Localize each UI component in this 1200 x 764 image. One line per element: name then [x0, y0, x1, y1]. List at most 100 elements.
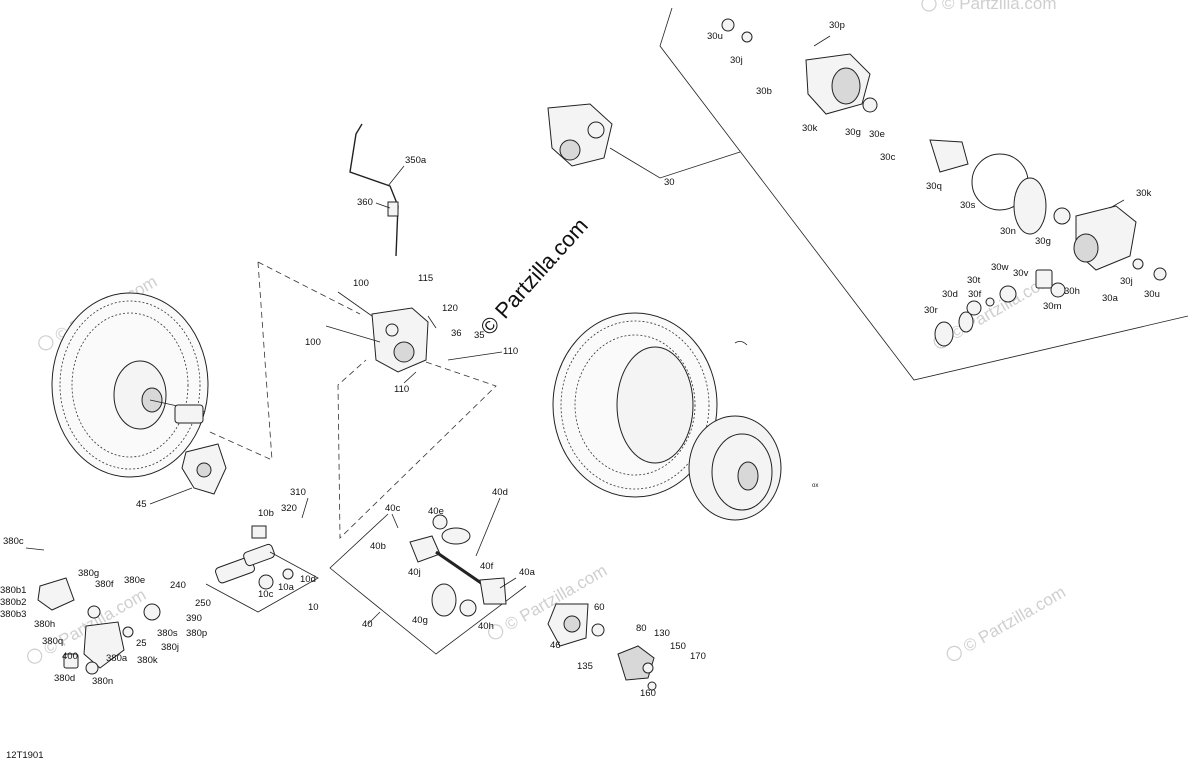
callout-100-upper: 100 — [353, 278, 369, 289]
callout-30q: 30q — [926, 181, 942, 192]
front-gearbox — [371, 307, 429, 373]
callout-30a: 30a — [1102, 293, 1119, 304]
callout-160: 160 — [640, 688, 656, 699]
knuckle-46 — [547, 603, 605, 647]
callout-110-lower: 110 — [394, 384, 409, 395]
callout-380g: 380g — [78, 568, 99, 579]
callout-30e: 30e — [869, 129, 885, 140]
callout-60: 60 — [594, 602, 605, 613]
callout-400: 400 — [62, 651, 78, 662]
gearbox-dash-left — [209, 261, 361, 461]
callout-120: 120 — [442, 303, 458, 314]
svg-text:© Partzilla.com: © Partzilla.com — [942, 0, 1057, 13]
callout-130: 130 — [654, 628, 670, 639]
callout-360: 360 — [357, 197, 373, 208]
callout-380b2: 380b2 — [0, 597, 26, 608]
callout-380d: 380d — [54, 673, 75, 684]
breather-hose — [349, 123, 399, 257]
callout-40d: 40d — [492, 487, 508, 498]
callout-30u-right: 30u — [1144, 289, 1160, 300]
callout-10b: 10b — [258, 508, 274, 519]
callout-30d: 30d — [942, 289, 958, 300]
callout-10c: 10c — [258, 589, 274, 600]
callout-380q: 380q — [42, 636, 63, 647]
knuckle-45-bore — [196, 462, 212, 478]
callout-30k: 30k — [802, 123, 818, 134]
callout-390: 390 — [186, 613, 202, 624]
callout-10a: 10a — [278, 582, 295, 593]
callout-380p: 380p — [186, 628, 207, 639]
callout-170: 170 — [690, 651, 706, 662]
drive-shaft-box — [329, 497, 527, 655]
callout-40j: 40j — [408, 567, 421, 578]
callout-labels: 30p 30u 30j 30b 30k 30g 30e 30c 30q 30s … — [0, 20, 1160, 699]
callout-40: 40 — [362, 619, 373, 630]
callout-380b1: 380b1 — [0, 585, 26, 596]
callout-320: 320 — [281, 503, 297, 514]
callout-380k: 380k — [137, 655, 158, 666]
callout-30w: 30w — [991, 262, 1009, 273]
callout-30u: 30u — [707, 31, 723, 42]
callout-380j: 380j — [161, 642, 179, 653]
callout-310: 310 — [290, 487, 306, 498]
drive-shaft-parts — [409, 514, 507, 617]
gear-case-380 — [25, 547, 161, 675]
leader-lines — [149, 35, 1125, 625]
callout-30f: 30f — [968, 289, 982, 300]
callout-30k-right: 30k — [1136, 188, 1152, 199]
callout-350a: 350a — [405, 155, 427, 166]
rim — [688, 415, 782, 521]
callout-40h: 40h — [478, 621, 494, 632]
center-watermark: © Partzilla.com — [475, 213, 593, 340]
callout-46: 46 — [550, 640, 561, 651]
watermark-bottom-right: © Partzilla.com — [946, 582, 1069, 661]
callout-135: 135 — [577, 661, 593, 672]
callout-30p: 30p — [829, 20, 845, 31]
differential-housing — [547, 103, 613, 167]
callout-100-lower: 100 — [305, 337, 321, 348]
callout-25: 25 — [136, 638, 147, 649]
callout-30n: 30n — [1000, 226, 1016, 237]
svg-text:© Partzilla.com: © Partzilla.com — [475, 213, 593, 340]
callout-30g: 30g — [845, 127, 861, 138]
callout-150: 150 — [670, 641, 686, 652]
differential-leader — [609, 147, 741, 179]
callout-30j-right: 30j — [1120, 276, 1133, 287]
rim-mark: ox — [812, 483, 818, 489]
callout-380c: 380c — [3, 536, 24, 547]
callout-40g: 40g — [412, 615, 428, 626]
differential-explode-box — [659, 7, 1189, 381]
prop-shaft-parts — [215, 525, 294, 590]
callout-30v: 30v — [1013, 268, 1029, 279]
prop-shaft-box — [205, 551, 319, 613]
callout-40a: 40a — [519, 567, 536, 578]
callout-40f: 40f — [480, 561, 494, 572]
callout-30s: 30s — [960, 200, 976, 211]
callout-30m: 30m — [1043, 301, 1062, 312]
hose-clamp-shape — [387, 201, 399, 217]
callout-380a: 380a — [106, 653, 128, 664]
wheel-hub — [617, 645, 657, 691]
diagram-code: 12T1901 — [6, 750, 44, 761]
callout-80: 80 — [636, 623, 647, 634]
callout-30g-lower: 30g — [1035, 236, 1051, 247]
diff-exploded-parts — [721, 18, 1167, 347]
callout-10: 10 — [308, 602, 319, 613]
callout-36: 36 — [451, 328, 462, 339]
callout-115: 115 — [418, 273, 433, 284]
callout-380s: 380s — [157, 628, 178, 639]
gearbox-dash-right — [337, 359, 497, 539]
callout-30r: 30r — [924, 305, 938, 316]
callout-30: 30 — [664, 177, 675, 188]
callout-30t: 30t — [967, 275, 981, 286]
callout-40e: 40e — [428, 506, 444, 517]
callout-110-right: 110 — [503, 346, 518, 357]
svg-text:© Partzilla.com: © Partzilla.com — [960, 582, 1069, 656]
bolt-100-upper — [337, 291, 373, 317]
callout-40b: 40b — [370, 541, 386, 552]
callout-30c: 30c — [880, 152, 896, 163]
left-tire — [51, 292, 209, 478]
callout-10d: 10d — [300, 574, 316, 585]
callout-380b3: 380b3 — [0, 609, 26, 620]
